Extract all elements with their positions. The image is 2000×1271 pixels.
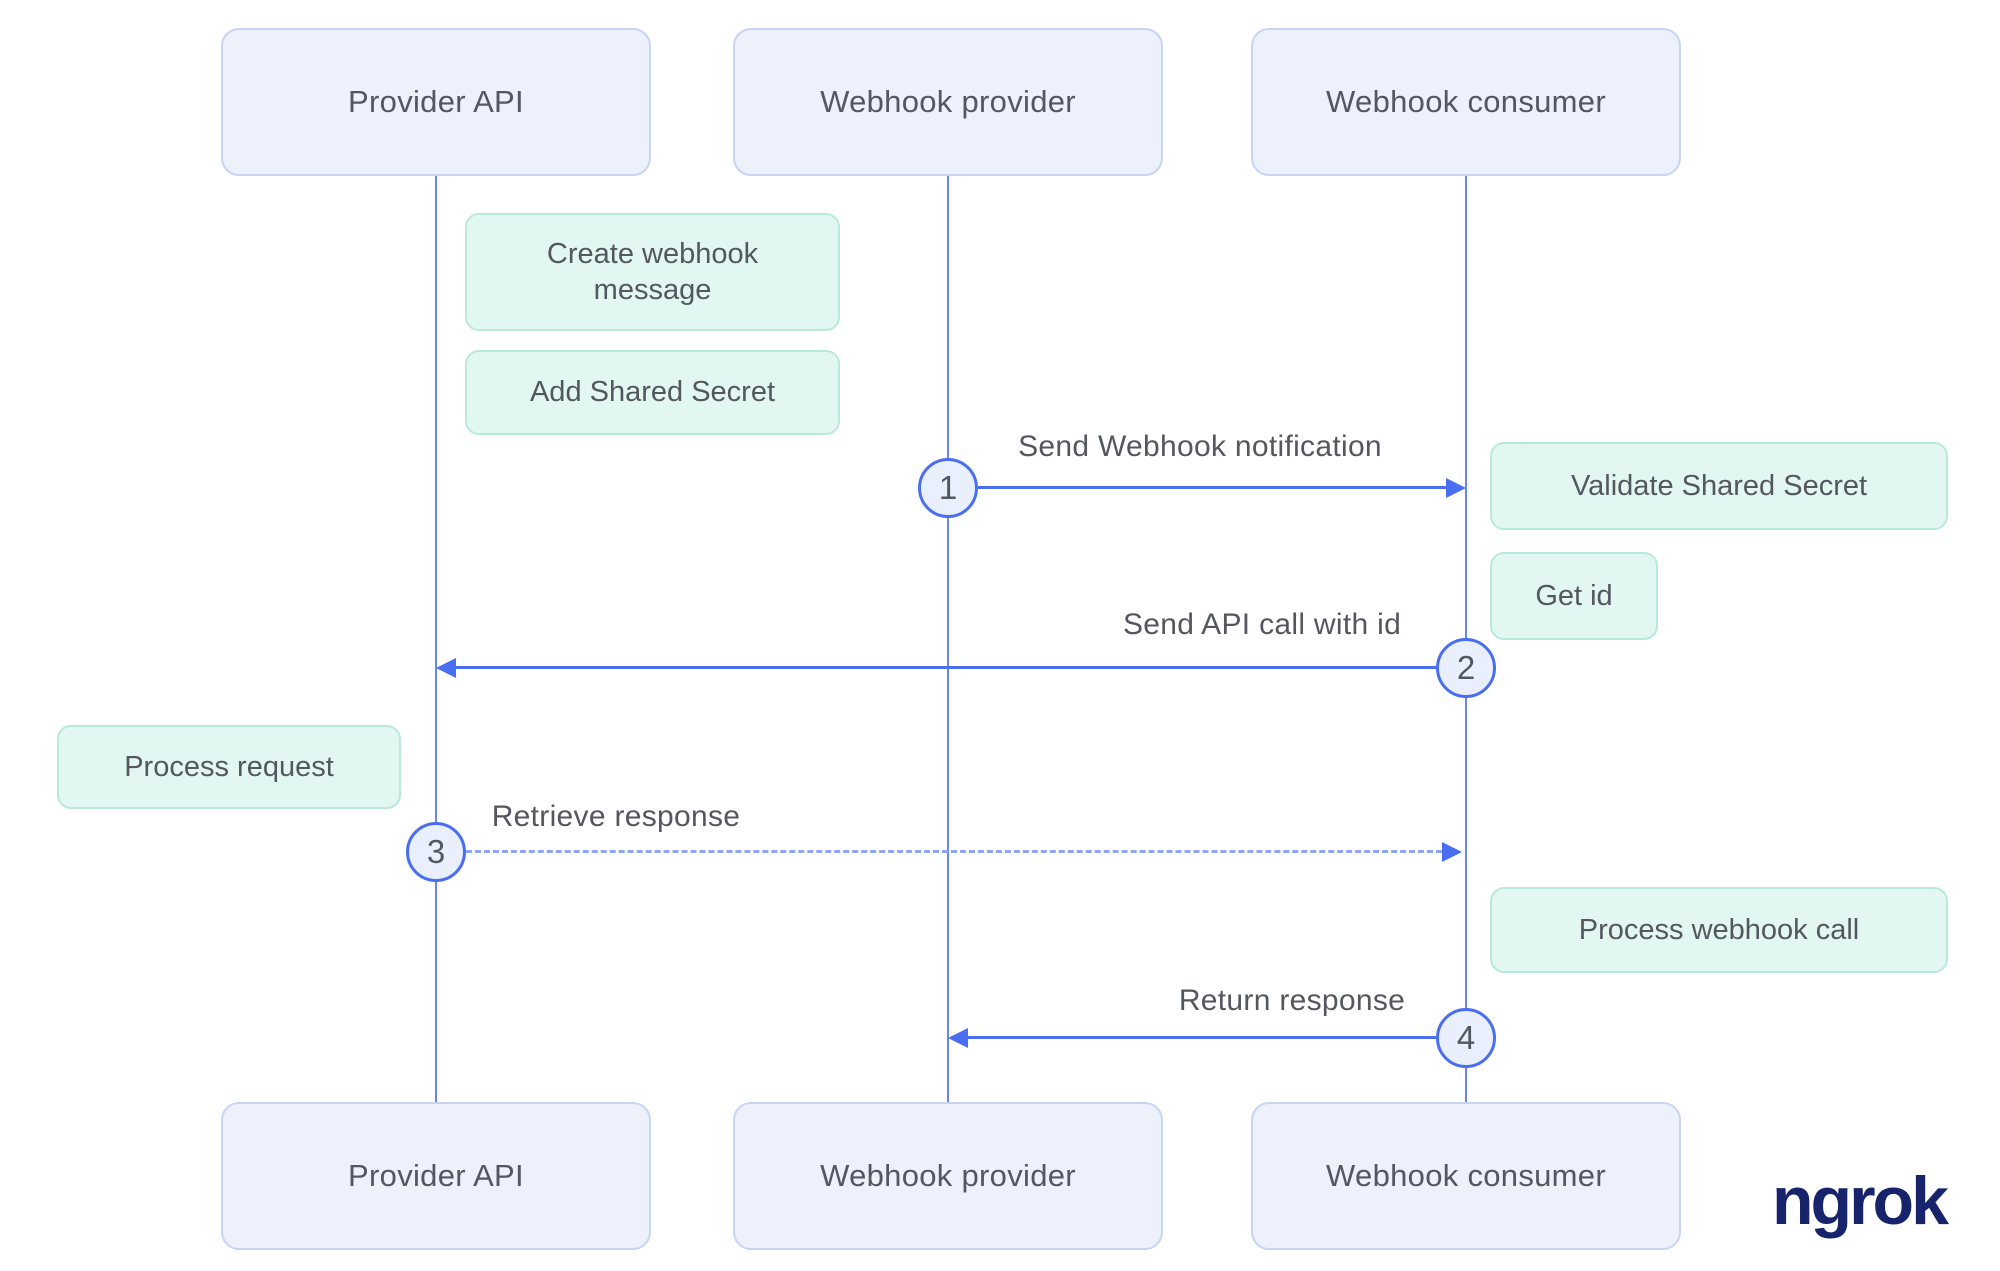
message-3-dashed-line <box>466 850 1442 853</box>
lifeline-provider-api <box>435 176 437 1102</box>
actor-box-provider-api-top: Provider API <box>221 28 651 176</box>
arrow-left-icon <box>436 658 456 678</box>
note-label: Process webhook call <box>1578 913 1860 946</box>
message-4-label: Return response <box>1178 984 1406 1017</box>
message-3-number-badge: 3 <box>406 822 466 882</box>
note-label: Create webhook message <box>546 237 759 306</box>
note-label: Process request <box>124 750 334 783</box>
arrow-right-icon <box>1442 842 1462 862</box>
message-2-line <box>456 666 1438 669</box>
actor-box-webhook-provider-bottom: Webhook provider <box>733 1102 1163 1250</box>
message-4-number-badge: 4 <box>1436 1008 1496 1068</box>
note-process-webhook-call: Process webhook call <box>1490 887 1948 973</box>
message-1-label: Send Webhook notification <box>1018 430 1382 463</box>
actor-box-webhook-consumer-top: Webhook consumer <box>1251 28 1681 176</box>
message-2-label: Send API call with id <box>1122 608 1402 641</box>
actor-label: Webhook provider <box>820 84 1076 119</box>
note-add-shared-secret: Add Shared Secret <box>465 350 840 435</box>
message-4-line <box>968 1036 1436 1039</box>
actor-box-webhook-consumer-bottom: Webhook consumer <box>1251 1102 1681 1250</box>
note-validate-shared-secret: Validate Shared Secret <box>1490 442 1948 530</box>
actor-box-webhook-provider-top: Webhook provider <box>733 28 1163 176</box>
message-3-number: 3 <box>426 833 446 870</box>
actor-label: Provider API <box>348 1158 524 1193</box>
actor-label: Provider API <box>348 84 524 119</box>
ngrok-logo: ngrok <box>1772 1163 1949 1239</box>
note-label: Validate Shared Secret <box>1570 469 1868 502</box>
note-create-webhook-message: Create webhook message <box>465 213 840 331</box>
actor-label: Webhook consumer <box>1326 84 1606 119</box>
note-label: Add Shared Secret <box>529 376 776 409</box>
note-process-request: Process request <box>57 725 401 809</box>
actor-box-provider-api-bottom: Provider API <box>221 1102 651 1250</box>
message-4-number: 4 <box>1456 1019 1476 1056</box>
message-2-number: 2 <box>1456 649 1476 686</box>
note-label: Get id <box>1535 579 1613 612</box>
actor-label: Webhook consumer <box>1326 1158 1606 1193</box>
note-get-id: Get id <box>1490 552 1658 640</box>
message-1-number-badge: 1 <box>918 458 978 518</box>
message-1-number: 1 <box>938 469 958 506</box>
lifeline-webhook-provider <box>947 176 949 1102</box>
actor-label: Webhook provider <box>820 1158 1076 1193</box>
message-2-number-badge: 2 <box>1436 638 1496 698</box>
message-3-label: Retrieve response <box>491 800 741 833</box>
message-1-line <box>978 486 1448 489</box>
arrow-left-icon <box>948 1028 968 1048</box>
arrow-right-icon <box>1446 478 1466 498</box>
